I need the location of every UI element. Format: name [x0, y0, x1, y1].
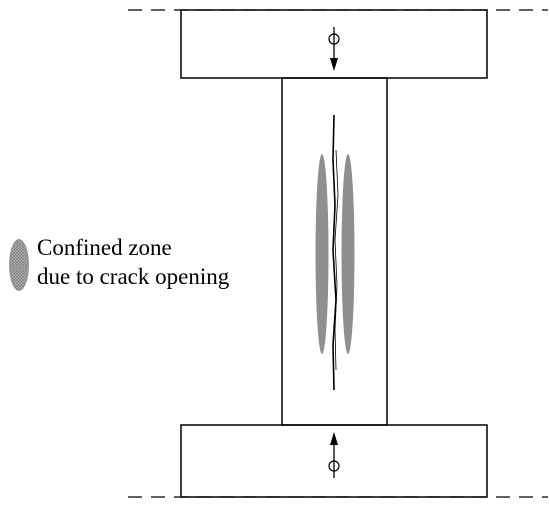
- confined-zone-legend-icon: [9, 239, 29, 291]
- confined-zone-left: [315, 154, 329, 354]
- specimen-column: [281, 77, 388, 426]
- legend-label-line2: due to crack opening: [37, 264, 230, 289]
- top-load-arrow-icon: [328, 27, 340, 71]
- crack-line: [332, 114, 337, 391]
- bottom-load-arrow-icon: [328, 432, 340, 478]
- legend-label: Confined zone due to crack opening: [37, 233, 229, 291]
- legend: Confined zone due to crack opening: [4, 230, 254, 300]
- confined-zone-right: [341, 154, 355, 354]
- bottom-grip-block: [180, 424, 488, 498]
- legend-label-line1: Confined zone: [37, 235, 172, 260]
- crack-branch: [334, 149, 339, 371]
